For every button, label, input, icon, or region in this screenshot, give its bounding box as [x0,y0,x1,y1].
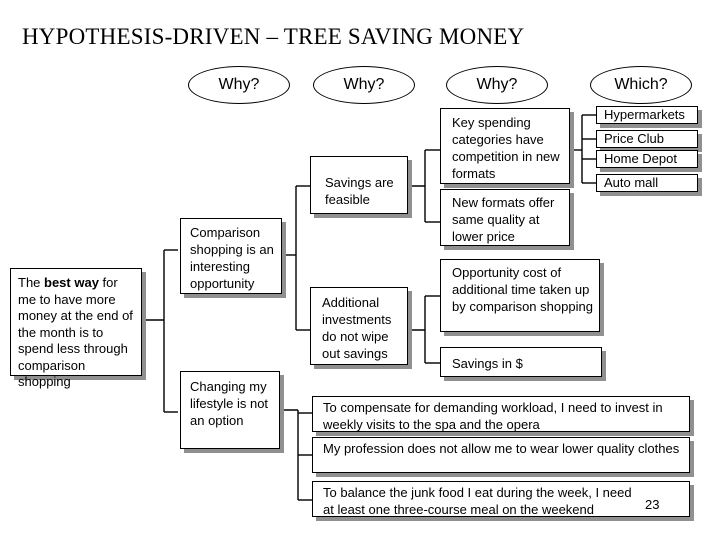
which-home-depot: Home Depot [596,150,698,168]
savings-feasible-box: Savings are feasible [310,156,408,214]
lifestyle-spa-opera-box: To compensate for demanding workload, I … [312,396,690,432]
root-text-after: for me to have more money at the end of … [18,275,133,389]
root-hypothesis-box: The best way for me to have more money a… [10,268,142,389]
header-why-3: Why? [446,66,548,104]
opportunity-cost-box: Opportunity cost of additional time take… [440,259,600,332]
root-text-before: The [18,275,45,290]
which-hypermarkets: Hypermarkets [596,106,698,124]
new-formats-quality-box: New formats offer same quality at lower … [440,189,570,246]
lifestyle-not-option-box: Changing my lifestyle is not an option [180,371,280,449]
header-why-2: Why? [313,66,415,104]
header-why-1: Why? [188,66,290,104]
additional-investments-box: Additional investments do not wipe out s… [310,287,408,365]
savings-in-dollars-box: Savings in $ [440,347,602,377]
lifestyle-meal-box: To balance the junk food I eat during th… [312,481,690,517]
page-title: HYPOTHESIS-DRIVEN – TREE SAVING MONEY [22,24,525,49]
root-text-bold: best way [44,275,99,290]
which-price-club: Price Club [596,130,698,148]
which-auto-mall: Auto mall [596,174,698,192]
page-number: 23 [645,497,660,512]
header-which: Which? [590,66,692,104]
lifestyle-clothes-box: My profession does not allow me to wear … [312,437,690,473]
comparison-opportunity-box: Comparison shopping is an interesting op… [180,218,282,294]
key-spending-box: Key spending categories have competition… [440,108,570,184]
